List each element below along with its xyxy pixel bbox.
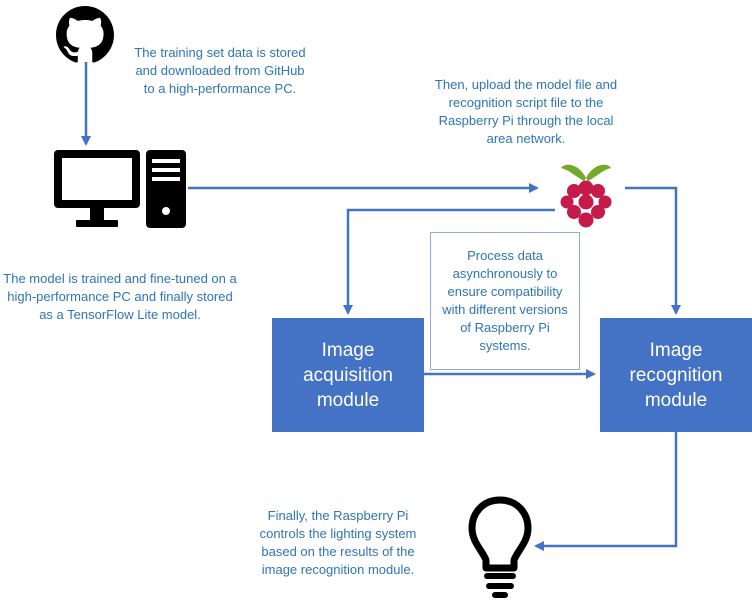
light-bulb-icon [468,496,532,598]
recognition-module-label: Image recognition module [629,339,723,411]
arrow-raspberry-to-acquisition [343,208,555,315]
process-data-box: Process data asynchronously to ensure co… [430,232,580,370]
process-data-text: Process data asynchronously to ensure co… [442,248,568,353]
desktop-pc-icon [54,150,186,228]
upload-note: Then, upload the model file and recognit… [434,77,618,146]
raspberry-pi-icon [560,164,612,228]
image-acquisition-module: Image acquisition module [272,318,424,432]
github-icon [56,6,114,63]
image-recognition-module: Image recognition module [600,318,752,432]
arrow-recognition-to-bulb [534,432,678,551]
acquisition-module-label: Image acquisition module [303,339,393,411]
training-data-note: The training set data is stored and down… [134,45,306,96]
final-control-note: Finally, the Raspberry Pi controls the l… [259,508,417,577]
model-training-note: The model is trained and fine-tuned on a… [3,271,237,322]
arrow-raspberry-to-recognition [625,186,681,315]
